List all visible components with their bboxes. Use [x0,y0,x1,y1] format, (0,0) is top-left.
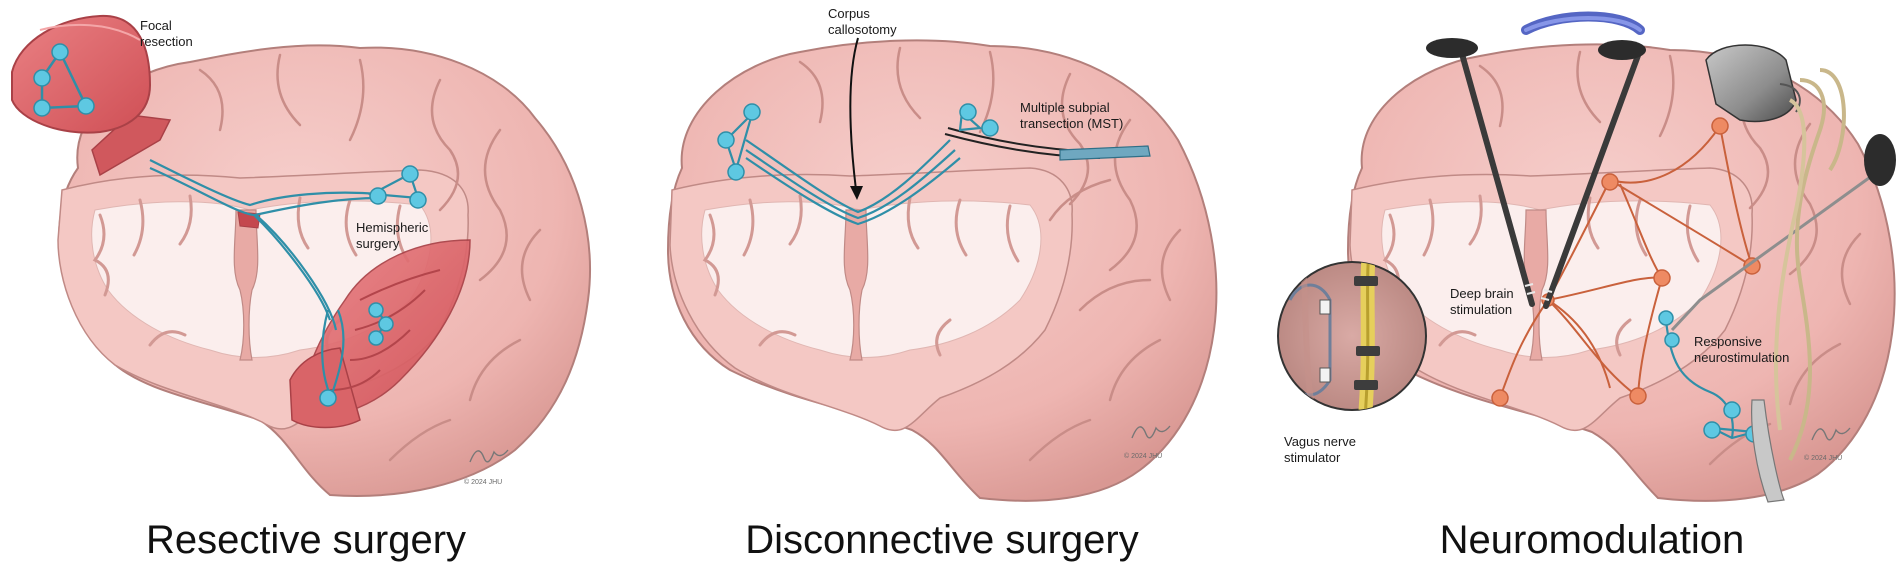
surface-gyri [1478,50,1862,466]
cortex-folds [702,194,1020,357]
label-hemispheric-line1: Hemispheric [356,220,429,235]
callosotomy-arrow [849,37,863,200]
ventricle [233,209,259,361]
label-dbs-line1: Deep brain [1450,286,1514,301]
caption-disconnective: Disconnective surgery [745,518,1139,562]
focal-resection-hole [91,114,172,177]
panel-disconnective: Corpus callosotomy Multiple subpial tran… [666,6,1218,562]
label-mst-line2: transection (MST) [1020,116,1123,131]
hemispheric-folds [329,269,441,391]
vns-inset [1277,261,1427,411]
caption-neuromodulation: Neuromodulation [1440,518,1745,562]
signature-disconnective: © 2024 JHU [1124,425,1171,460]
label-focal-resection-line2: resection [140,34,193,49]
label-dbs-line2: stimulation [1450,302,1512,317]
rns-device [1705,44,1896,503]
disconnective-network-lines [724,109,983,226]
signature-text-disconnective: © 2024 JHU [1124,452,1162,460]
resective-network-lines [149,159,381,401]
label-callosotomy-line2: callosotomy [828,22,897,37]
label-mst-line1: Multiple subpial [1020,100,1110,115]
resective-network-nodes [319,165,427,407]
signature-text-resective: © 2024 JHU [464,478,502,486]
ventricle [843,209,869,361]
dbs-electrodes [1426,11,1646,309]
surface-gyri [798,46,1182,462]
label-focal-resection-line1: Focal [140,18,172,33]
surface-gyri [198,53,542,462]
focal-resection-block [11,14,172,177]
brain-neuromodulation [1346,43,1896,502]
disconnective-network-nodes [717,103,999,181]
signature-neuromodulation: © 2024 JHU [1804,427,1851,462]
panel-resective: Focal resection Hemispheric surgery © 20… [11,14,591,562]
signature-text-neuromodulation: © 2024 JHU [1804,454,1842,462]
panel-neuromodulation: Deep brain stimulation Responsive neuros… [1277,11,1896,562]
label-rns-line2: neurostimulation [1694,350,1789,365]
label-rns-line1: Responsive [1694,334,1762,349]
label-vns-line2: stimulator [1284,450,1341,465]
focal-network [33,43,95,117]
label-callosotomy-line1: Corpus [828,6,870,21]
caption-resective: Resective surgery [146,518,466,562]
focal-resection-highlight [39,23,141,41]
signature-resective: © 2024 JHU [464,449,509,486]
label-vns-line1: Vagus nerve [1284,434,1356,449]
label-hemispheric-line2: surgery [356,236,400,251]
mst-instrument [944,127,1151,161]
